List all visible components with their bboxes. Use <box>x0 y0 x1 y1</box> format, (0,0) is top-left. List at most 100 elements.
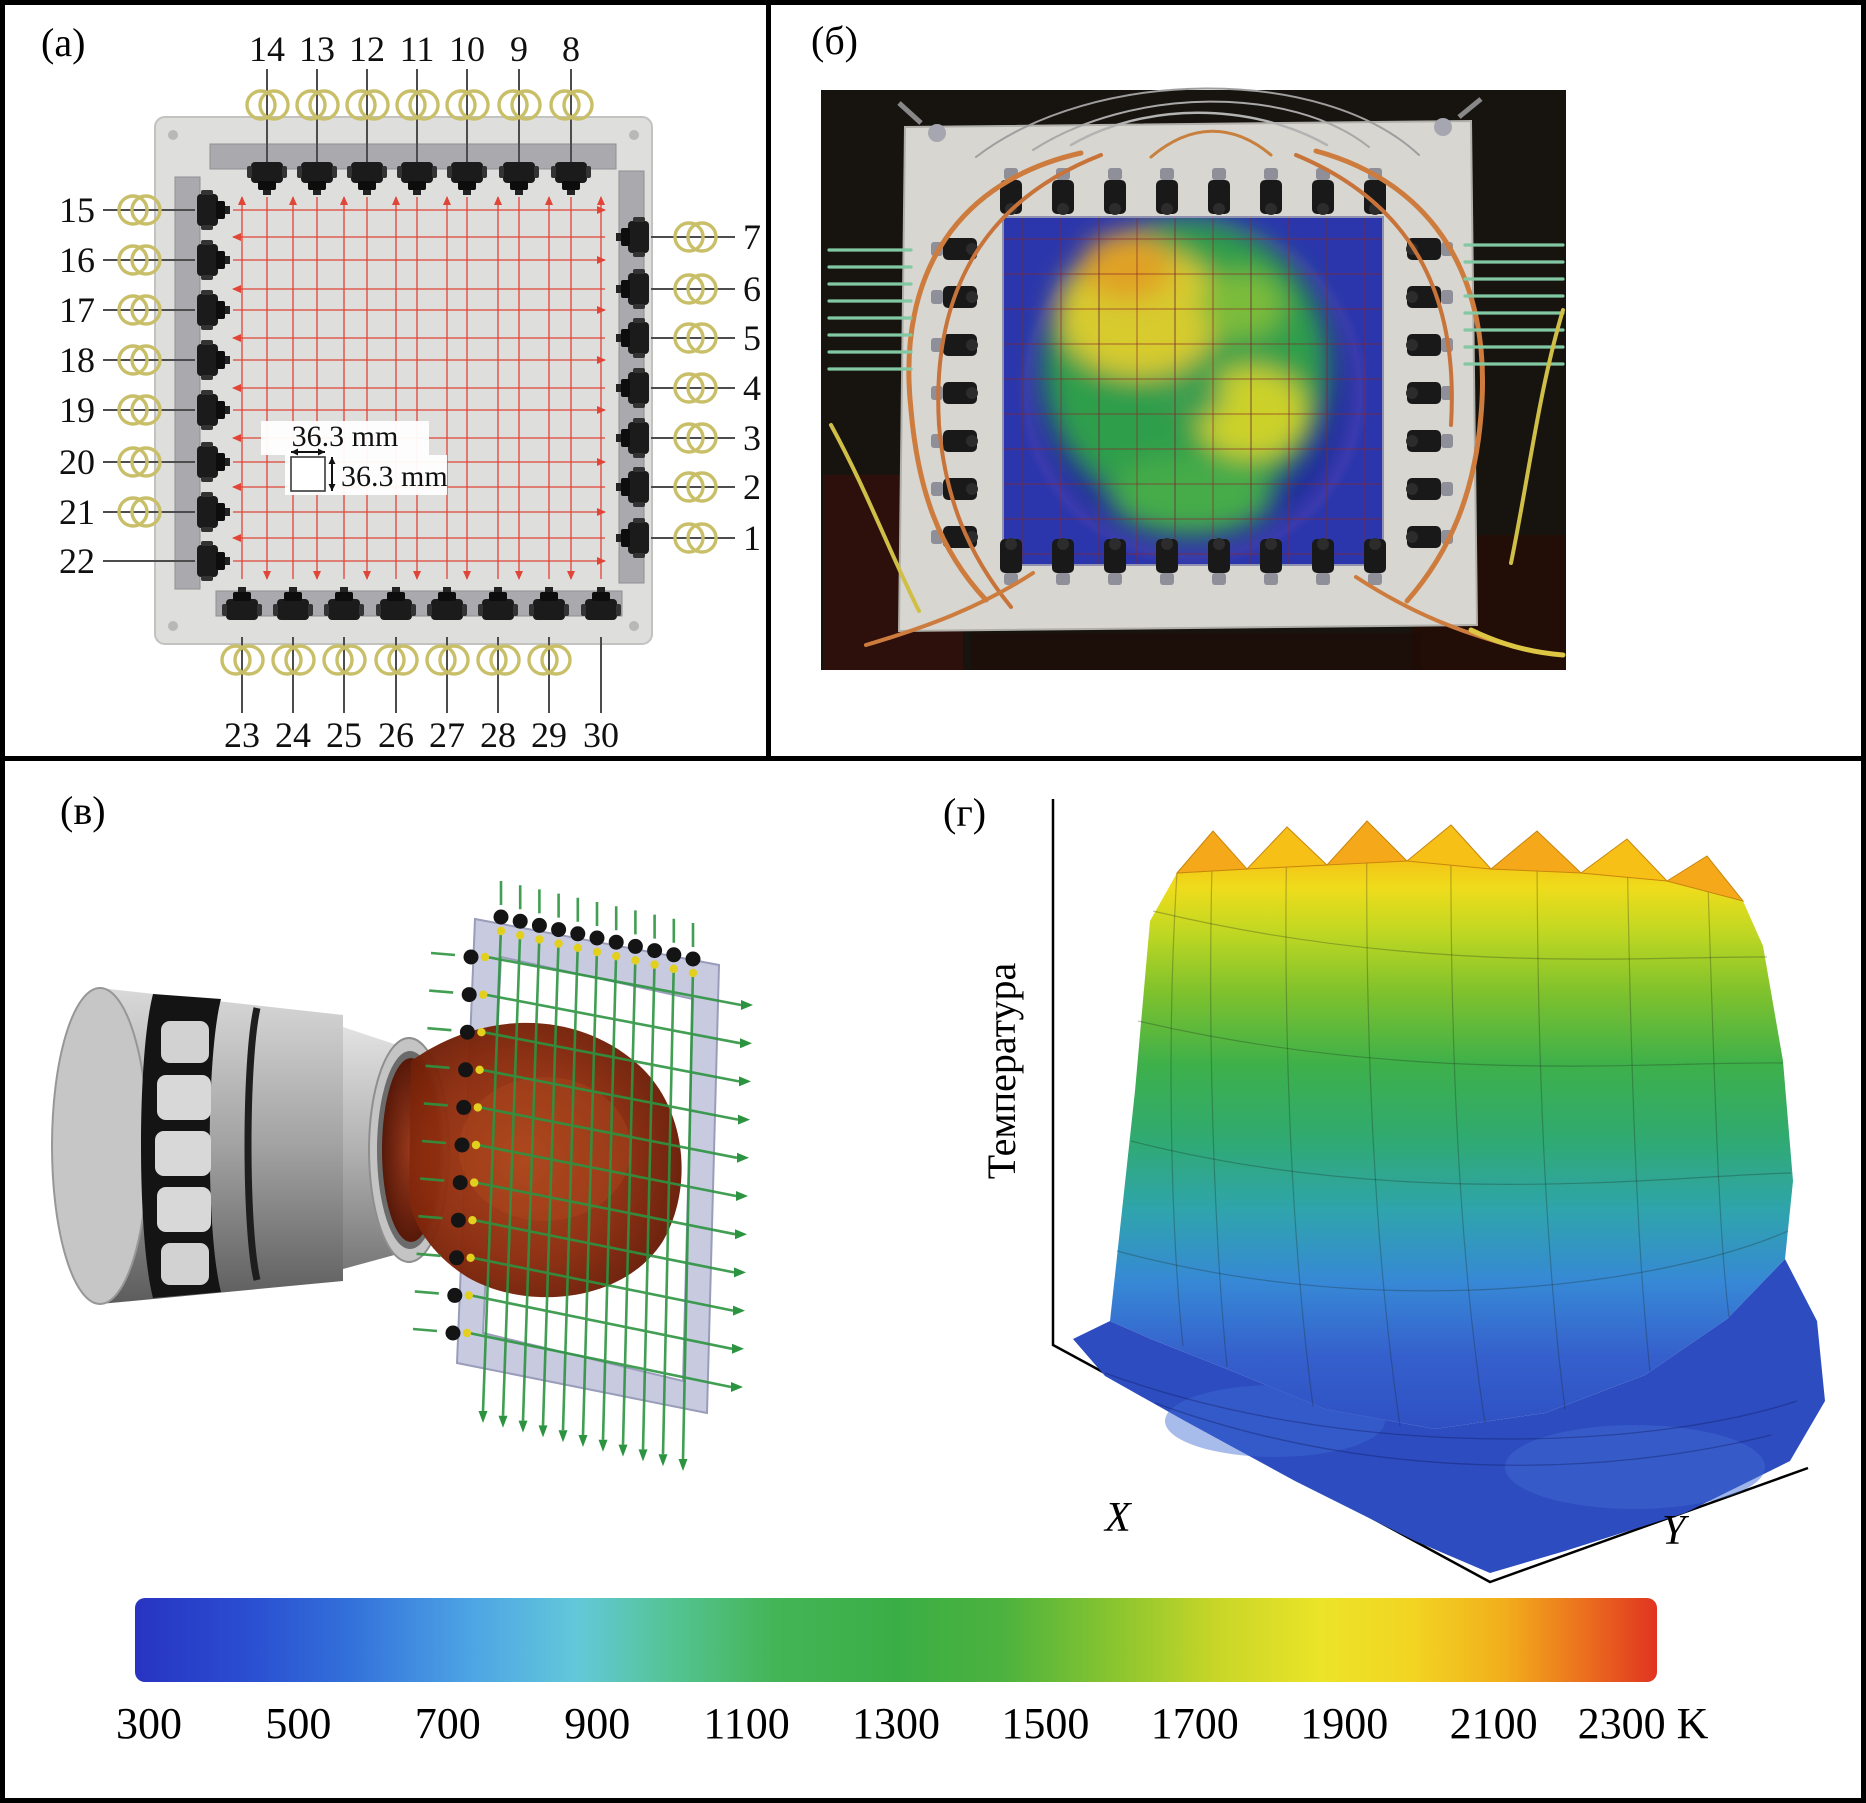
laser-transceiver <box>499 162 539 195</box>
colorbar-gradient-bar <box>135 1598 1657 1682</box>
channel-number: 26 <box>378 715 414 755</box>
channel-number: 9 <box>510 29 528 69</box>
fiber-coil <box>220 644 265 676</box>
channel-number: 24 <box>275 715 311 755</box>
laser-transceiver <box>551 162 591 195</box>
channel-number: 28 <box>480 715 516 755</box>
colorbar-tick-label: 1700 <box>1150 1699 1239 1748</box>
laser-transceiver <box>197 390 230 430</box>
channel-number: 30 <box>583 715 619 755</box>
fiber-coil <box>673 522 718 554</box>
colorbar-tick-label: 900 <box>564 1699 631 1748</box>
fiber-coil <box>345 89 390 121</box>
channel-number: 4 <box>743 368 761 408</box>
channel-number: 16 <box>59 240 95 280</box>
laser-transceiver <box>616 217 649 257</box>
photo-sensor <box>1260 168 1282 215</box>
surface-plot-3d: Температура X Y <box>979 799 1825 1584</box>
channel-number: 15 <box>59 190 95 230</box>
fiber-coil <box>673 471 718 503</box>
photo-sensor <box>1052 538 1074 585</box>
surface-mesa <box>1110 821 1793 1429</box>
beam-sensor-head <box>531 917 547 933</box>
fiber-coil <box>117 194 162 226</box>
channel-number: 14 <box>249 29 285 69</box>
fiber-coil <box>322 644 367 676</box>
beam-sensor-head <box>666 947 682 963</box>
channel-number: 22 <box>59 541 95 581</box>
laser-transceiver <box>197 290 230 330</box>
sensor-rail-left <box>174 176 201 590</box>
beam-sensor-head <box>449 1250 465 1266</box>
channel-number: 12 <box>349 29 385 69</box>
laser-transceiver <box>324 587 364 620</box>
beam-sensor-head <box>647 943 663 959</box>
colorbar-tick-label: 300 <box>116 1699 182 1748</box>
panel-b-label: (б) <box>811 18 858 63</box>
beam-sensor-head <box>570 926 586 942</box>
channel-number: 21 <box>59 492 95 532</box>
channel-number: 5 <box>743 318 761 358</box>
laser-transceiver <box>376 587 416 620</box>
photo-sensor <box>1312 538 1334 585</box>
burner-pipe <box>51 987 450 1305</box>
fiber-coil <box>117 496 162 528</box>
laser-transceiver <box>197 340 230 380</box>
fiber-coil <box>527 644 572 676</box>
beam-sensor-head <box>445 1325 461 1341</box>
beam-sensor-head <box>463 949 479 965</box>
photo-sensor <box>1208 538 1230 585</box>
laser-transceiver <box>273 587 313 620</box>
channel-number: 27 <box>429 715 465 755</box>
fiber-coil <box>673 322 718 354</box>
y-axis-label: Y <box>1662 1508 1690 1554</box>
laser-transceiver <box>616 368 649 408</box>
beam-sensor-head <box>447 1287 463 1303</box>
channel-number: 10 <box>449 29 485 69</box>
photo-sensor <box>1208 168 1230 215</box>
fiber-coil <box>395 89 440 121</box>
temperature-map <box>1003 217 1383 565</box>
photo-sensor <box>1000 538 1022 585</box>
laser-transceiver <box>197 240 230 280</box>
channel-number: 8 <box>562 29 580 69</box>
photo-sensors <box>931 168 1453 585</box>
beam-sensor-head <box>685 951 701 967</box>
beam-sensor-head <box>454 1137 470 1153</box>
colorbar-tick-label: 2100 <box>1449 1699 1538 1748</box>
fiber-coil <box>374 644 419 676</box>
channel-number: 17 <box>59 290 95 330</box>
colorbar-tick-label: 2300 K <box>1577 1699 1709 1748</box>
laser-transceiver <box>197 541 230 581</box>
panel-a-label: (а) <box>41 20 86 65</box>
fiber-coil <box>673 372 718 404</box>
fiber-coil <box>271 644 316 676</box>
colorbar-tick-label: 1900 <box>1300 1699 1389 1748</box>
channel-number: 1 <box>743 518 761 558</box>
channel-number: 23 <box>224 715 260 755</box>
beam-sensor-head <box>452 1175 468 1191</box>
photo-sensor <box>1052 168 1074 215</box>
laser-beams-and-sensors <box>412 881 753 1471</box>
channel-number: 18 <box>59 340 95 380</box>
laser-transceiver <box>247 162 287 195</box>
channel-number: 3 <box>743 418 761 458</box>
channel-number: 20 <box>59 442 95 482</box>
channel-number: 11 <box>400 29 435 69</box>
panel-c-render <box>5 761 945 1593</box>
colorbar-tick-label: 1100 <box>703 1699 790 1748</box>
photo-sensor <box>1406 478 1453 500</box>
connector <box>1434 118 1452 136</box>
fiber-coil <box>117 294 162 326</box>
laser-transceiver <box>197 442 230 482</box>
laser-transceiver <box>297 162 337 195</box>
channel-number: 6 <box>743 269 761 309</box>
burner-3d-render <box>51 881 753 1471</box>
x-axis-label: X <box>1103 1495 1133 1541</box>
dimension-label-horizontal: 36.3 mm <box>292 420 399 453</box>
fiber-coil <box>117 344 162 376</box>
